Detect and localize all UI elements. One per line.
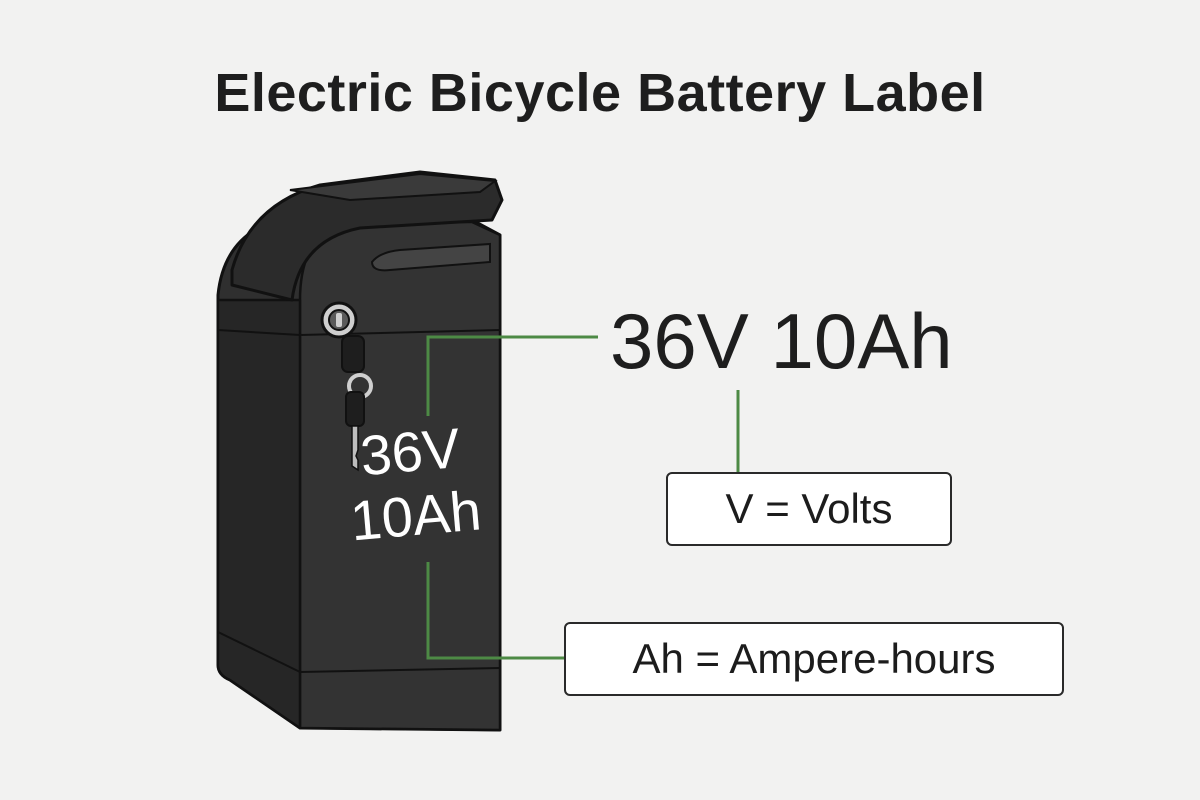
battery-handle-top	[289, 172, 498, 202]
diagram-title: Electric Bicycle Battery Label	[214, 63, 986, 123]
legend-volts-box: V = Volts	[666, 472, 952, 546]
lock-icon	[320, 301, 358, 339]
battery-handle	[230, 170, 504, 302]
battery-slot	[370, 242, 491, 272]
legend-volts-text: V = Volts	[725, 485, 893, 532]
legend-ampere-hours-box: Ah = Ampere-hours	[564, 622, 1064, 696]
key-icon	[341, 335, 373, 472]
leader-line-ampere-hours	[426, 562, 564, 660]
battery-side-face	[216, 298, 302, 730]
leader-lines	[426, 335, 740, 660]
battery-printed-rating: 36V 10Ah	[323, 413, 504, 555]
rating-callout: 36V 10Ah	[610, 297, 953, 385]
leader-line-rating	[426, 335, 598, 416]
legend-ampere-hours-text: Ah = Ampere-hours	[632, 635, 996, 682]
